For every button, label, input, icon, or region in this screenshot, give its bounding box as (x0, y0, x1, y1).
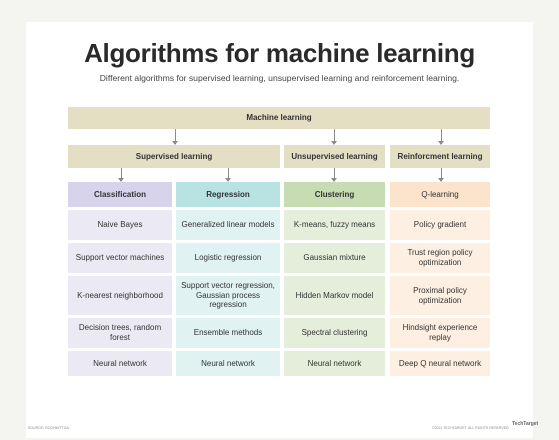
cell-clustering-4: Neural network (284, 351, 385, 376)
cell-reinforcement-0: Policy gradient (390, 210, 490, 240)
cell-classification-3: Decision trees, random forest (68, 318, 172, 348)
arrow-root-supervised (172, 129, 178, 145)
arrow-root-reinforcement (438, 129, 444, 145)
category-unsupervised: Unsupervised learning (284, 145, 385, 168)
arrow-supervised-classification (118, 168, 124, 182)
diagram-title: Algorithms for machine learning (84, 38, 475, 68)
cell-reinforcement-2: Proximal policy optimization (390, 276, 490, 315)
cell-reinforcement-3: Hindsight experience replay (390, 318, 490, 348)
cell-classification-2: K-nearest neighborhood (68, 276, 172, 315)
arrow-supervised-regression (225, 168, 231, 182)
techtarget-logo: TechTarget (512, 421, 539, 427)
diagram-subtitle: Different algorithms for supervised lear… (99, 73, 460, 83)
cell-regression-4: Neural network (176, 351, 280, 376)
cell-clustering-2: Hidden Markov model (284, 276, 385, 315)
cell-clustering-1: Gaussian mixture (284, 243, 385, 273)
category-reinforcement: Reinforcment learning (390, 145, 490, 168)
cell-classification-1: Support vector machines (68, 243, 172, 273)
column-header-classification: Classification (68, 182, 172, 207)
cell-regression-2: Support vector regression, Gaussian proc… (176, 276, 280, 315)
column-header-clustering: Clustering (284, 182, 385, 207)
cell-regression-0: Generalized linear models (176, 210, 280, 240)
cell-reinforcement-1: Trust region policy optimization (390, 243, 490, 273)
arrow-root-unsupervised (331, 129, 337, 145)
cell-clustering-3: Spectral clustering (284, 318, 385, 348)
column-header-regression: Regression (176, 182, 280, 207)
cell-classification-4: Neural network (68, 351, 172, 376)
column-header-qlearning: Q-learning (390, 182, 490, 207)
cell-regression-1: Logistic regression (176, 243, 280, 273)
cell-reinforcement-4: Deep Q neural network (390, 351, 490, 376)
arrow-reinforcement-qlearning (438, 168, 444, 182)
cell-classification-0: Naive Bayes (68, 210, 172, 240)
arrow-unsupervised-clustering (331, 168, 337, 182)
cell-regression-3: Ensemble methods (176, 318, 280, 348)
root-node: Machine learning (68, 107, 490, 129)
cell-clustering-0: K-means, fuzzy means (284, 210, 385, 240)
source-note: SOURCE: GOOHM/TTGA (28, 426, 69, 430)
category-supervised: Supervised learning (68, 145, 280, 168)
copyright-note: ©2021 TECHTARGET. ALL RIGHTS RESERVED (432, 426, 509, 430)
